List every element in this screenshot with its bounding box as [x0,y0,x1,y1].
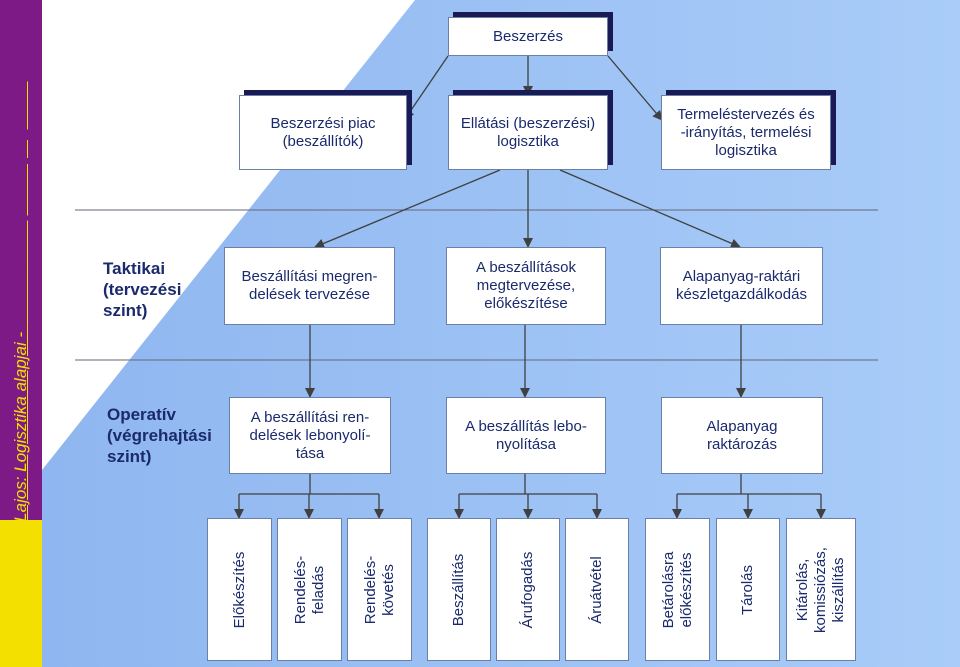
arrow-center-to-right [559,169,741,249]
task-arufogadas: Árufogadás [496,518,560,661]
task-label: Tárolás [739,564,756,615]
sidebar-chapter: 2. Beszerzési (ellátási) logisztika [11,81,30,328]
node-beszallitas-lebonyolitasa: A beszállítás lebo- nyolítása [446,397,606,474]
arrow-top-to-left [404,55,449,120]
task-label: Rendelés- feladás [291,555,327,624]
node-beszerzes: Beszerzés [448,17,608,56]
task-aruatvetel: Áruátvétel [565,518,629,661]
task-rendelesfeladas: Rendelés- feladás [277,518,342,661]
task-elokeszites: Előkészítés [207,518,272,661]
task-label: Kitárolás, komissiózás, kiszállítás [794,546,847,633]
task-label: Betárolásra előkészítés [659,551,695,628]
level-label-operative: Operatív (végrehajtási szint) [107,405,212,466]
task-label: Áruátvétel [588,555,605,624]
node-beszallitasok-megtervezese: A beszállítások megtervezése, előkészíté… [446,247,606,325]
sidebar-course: Logisztika alapjai - [11,331,30,472]
node-ellatasi-logisztika: Ellátási (beszerzési) logisztika [448,95,608,170]
node-termelestervezes: Termeléstervezés és -irányítás, termelés… [661,95,831,170]
sidebar-band-accent [0,520,42,667]
level-label-tactical: Taktikai (tervezési szint) [103,259,182,320]
task-kitarolas: Kitárolás, komissiózás, kiszállítás [786,518,856,661]
node-keszletgazdalkodas: Alapanyag-raktári készletgazdálkodás [660,247,823,325]
task-beszallitas: Beszállítás [427,518,491,661]
node-beszerzesi-piac: Beszerzési piac (beszállítók) [239,95,407,170]
arrow-center-to-left [314,169,501,249]
task-label: Árufogadás [519,551,536,628]
sidebar-title: dr. Tóth Lajos: Logisztika alapjai - 2. … [9,3,33,663]
sidebar-author: dr. Tóth Lajos: [11,476,30,585]
node-rendelesek-lebonyolitasa: A beszállítási ren- delések lebonyolí- t… [229,397,391,474]
task-label: Előkészítés [230,551,248,628]
task-rendeleskovetes: Rendelés- követés [347,518,412,661]
task-tarolas: Tárolás [716,518,780,661]
node-megrendelesek-tervezese: Beszállítási megren- delések tervezése [224,247,395,325]
task-label: Beszállítás [450,553,467,626]
task-label: Rendelés- követés [361,555,397,624]
task-betarolas: Betárolásra előkészítés [645,518,710,661]
node-alapanyag-raktarozas: Alapanyag raktározás [661,397,823,474]
arrow-top-to-right [607,55,663,121]
